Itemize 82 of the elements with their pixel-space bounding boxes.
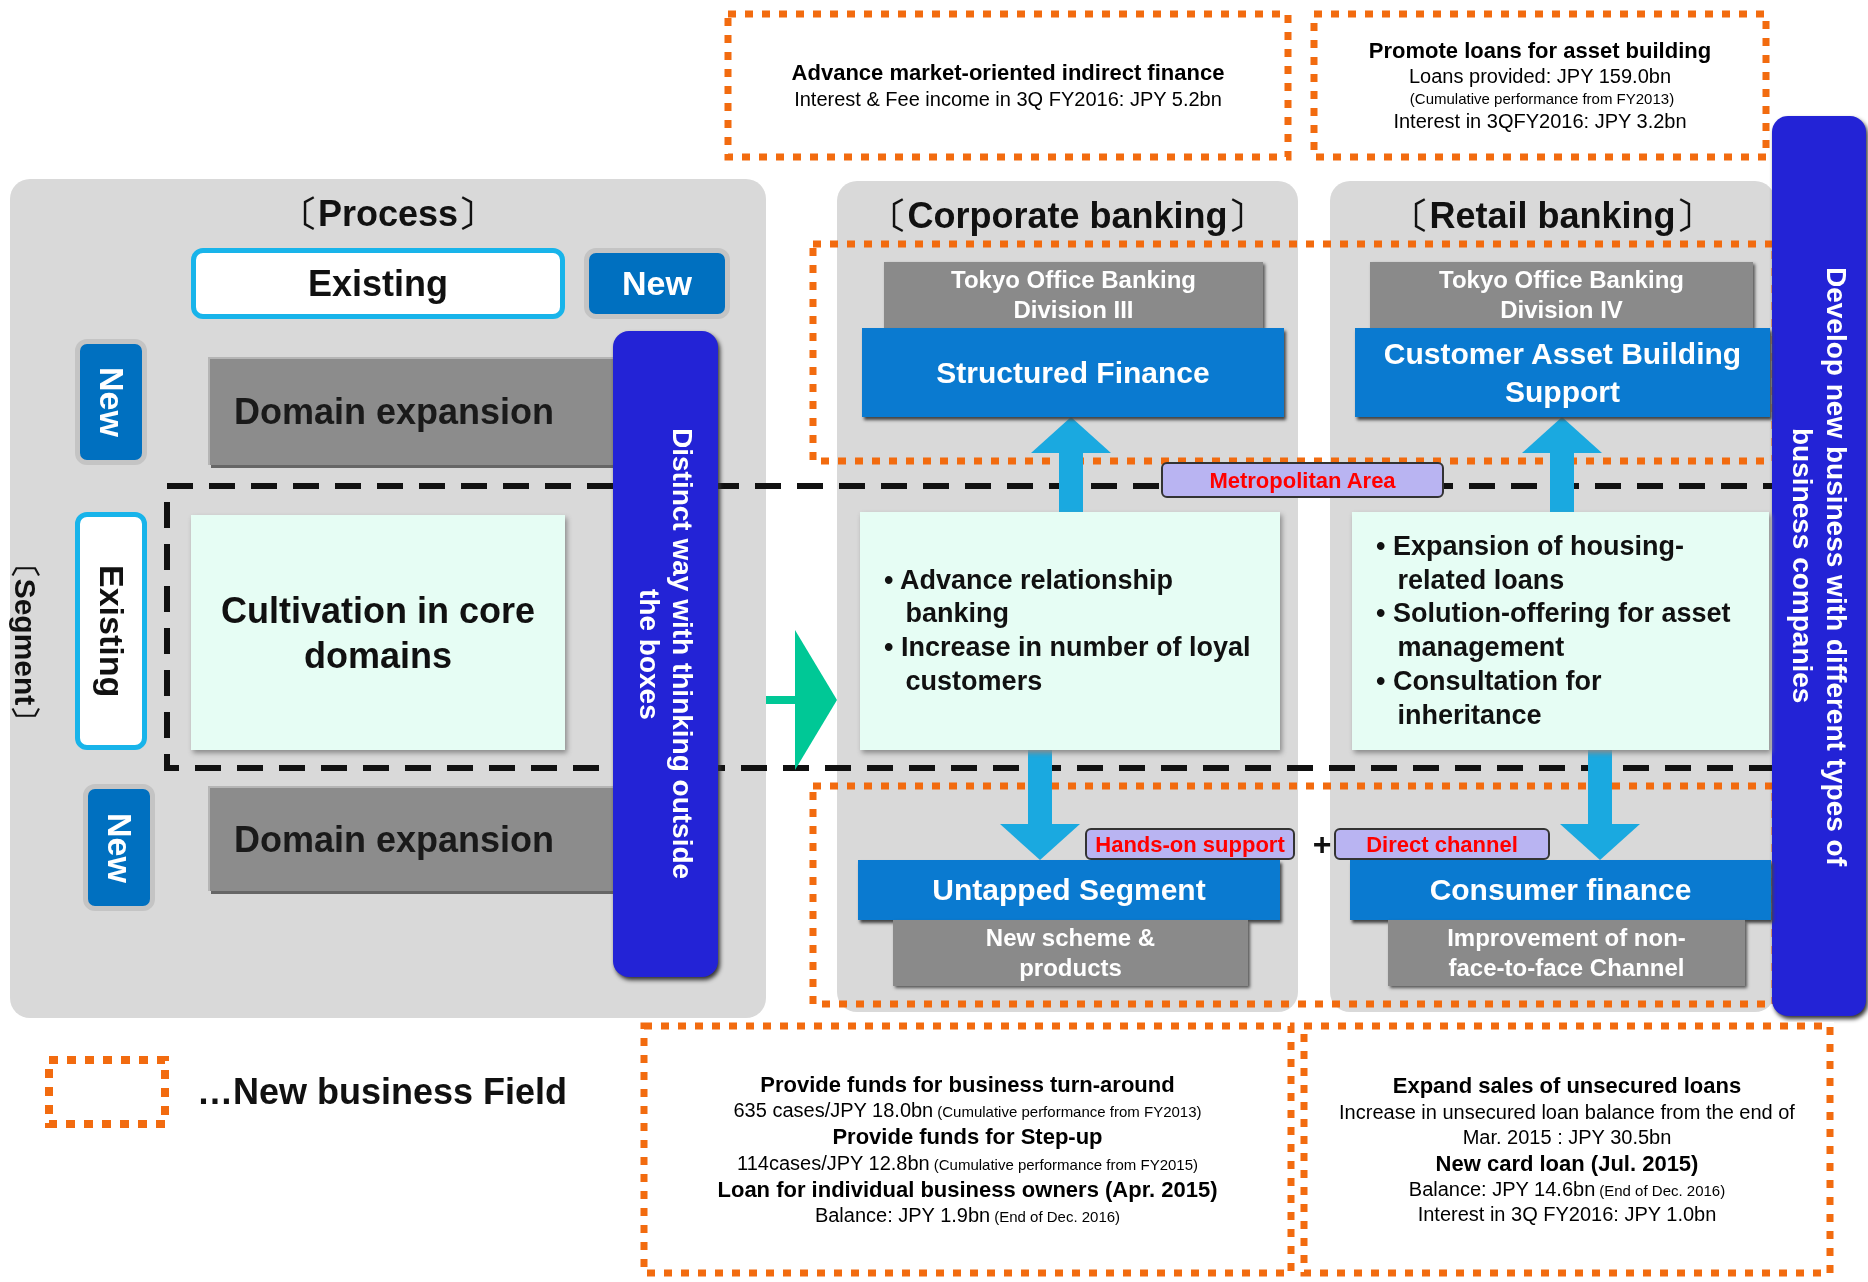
result-text: 635 cases/JPY 18.0bn [733, 1099, 934, 1122]
bullet-item: • Advance relationship banking [884, 563, 1175, 631]
bullet-item: • Solution-offering for asset management [1376, 597, 1732, 664]
bullet-item: • Expansion of housing-related loans [1376, 529, 1685, 597]
result-heading: Promote loans for asset building [1368, 37, 1712, 63]
box-label: Structured Finance [936, 354, 1210, 391]
category-box [75, 512, 147, 750]
division-box [893, 920, 1248, 986]
division-box [1388, 920, 1745, 986]
arrow [766, 630, 837, 770]
bar-label: Distinct way with thinking outside the boxes [632, 427, 700, 882]
tag-label: Hands-on support [1095, 830, 1285, 859]
arrow [1000, 750, 1080, 860]
result-text: Interest & Fee income in 3Q FY2016: JPY 5.2bn [794, 87, 1222, 110]
box-label: Improvement of non-face-to-face Channel [1446, 923, 1687, 983]
result-heading: New card loan (Jul. 2015) [1435, 1150, 1699, 1176]
plus-sign: + [1312, 828, 1332, 860]
panel-title: 〔Process〕 [281, 192, 495, 236]
result-text: Balance: JPY 1.9bn [814, 1204, 991, 1227]
result-text: Interest in 3Q FY2016: JPY 1.0bn [1417, 1203, 1717, 1225]
arrow [1560, 750, 1640, 860]
result-heading: Provide funds for Step-up [832, 1124, 1103, 1150]
panel-title: 〔Retail banking〕 [1393, 194, 1712, 238]
legend-label: …New business Field [197, 1070, 568, 1114]
category-box [83, 784, 155, 911]
result-text: Increase in unsecured loan balance from the end of Mar. 2015 : JPY 30.5bn [1339, 1100, 1795, 1148]
bullet-item: • Increase in number of loyal customers [884, 631, 1252, 698]
strategy-bar [613, 331, 718, 977]
division-box [1370, 262, 1753, 328]
box-label: Domain expansion [234, 817, 555, 862]
domain-box [208, 357, 613, 465]
box-label: Tokyo Office Banking Division III [950, 265, 1197, 325]
box-label: New scheme & products [984, 923, 1157, 983]
box-label: Existing [308, 261, 448, 306]
business-box [1355, 328, 1770, 417]
panel-title: 〔Corporate banking〕 [871, 194, 1264, 238]
division-box [884, 262, 1263, 328]
tag-badge [1161, 462, 1444, 498]
box-label: Customer Asset Building Support [1382, 336, 1743, 410]
domain-box [208, 786, 613, 891]
bar-label: Develop new business with different types of business companies [1786, 265, 1853, 868]
category-box [75, 339, 147, 465]
initiative-box [1352, 512, 1769, 750]
footnote-text: (Cumulative performance from FY2013) [937, 1103, 1202, 1121]
result-text: Balance: JPY 14.6bn [1408, 1178, 1596, 1200]
result-heading: Provide funds for business turn-around [760, 1071, 1175, 1097]
domain-box [191, 515, 565, 750]
business-box [1350, 860, 1771, 920]
tag-badge [1085, 828, 1295, 860]
footnote-text: (End of Dec. 2016) [1599, 1182, 1726, 1199]
box-label: Domain expansion [234, 390, 555, 434]
box-label: Cultivation in core domains [219, 588, 536, 678]
arrow [1522, 417, 1602, 512]
tag-badge [1334, 828, 1550, 860]
footnote-text: (Cumulative performance from FY2015) [933, 1155, 1198, 1173]
category-box [584, 248, 730, 319]
strategy-bar [1772, 116, 1866, 1016]
group-panel [10, 179, 766, 1018]
initiative-box [860, 512, 1280, 750]
business-box [858, 860, 1280, 920]
result-heading: Loan for individual business owners (Apr. 2015) [717, 1176, 1218, 1202]
tag-label: Metropolitan Area [1209, 466, 1396, 495]
axis-label: 〔Segment〕 [10, 548, 40, 736]
result-text: 114cases/JPY 12.8bn [737, 1151, 930, 1174]
box-label: Untapped Segment [932, 872, 1206, 909]
business-box [862, 328, 1284, 417]
result-heading: Advance market-oriented indirect finance [791, 60, 1225, 86]
box-label: New [622, 263, 692, 304]
box-label: Tokyo Office Banking Division IV [1438, 265, 1685, 325]
box-label: Consumer finance [1429, 872, 1692, 909]
footnote-text: (End of Dec. 2016) [994, 1208, 1121, 1226]
box-label: Existing [91, 564, 132, 698]
result-text: Loans provided: JPY 159.0bn [1408, 65, 1672, 88]
category-box [191, 248, 565, 319]
bullet-item: • Consultation for inheritance [1376, 664, 1603, 732]
arrow [1031, 417, 1111, 512]
result-text: Interest in 3QFY2016: JPY 3.2bn [1393, 110, 1687, 133]
footnote-text: (Cumulative performance from FY2013) [1409, 90, 1675, 108]
box-label: New [99, 812, 140, 883]
result-heading: Expand sales of unsecured loans [1392, 1073, 1742, 1098]
tag-label: Direct channel [1366, 830, 1518, 859]
box-label: New [91, 367, 132, 437]
